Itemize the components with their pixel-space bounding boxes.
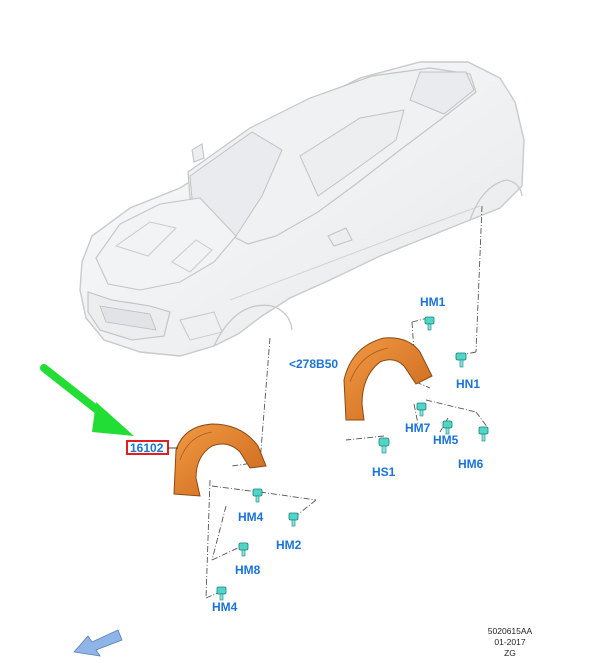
fastener-hm2-icon[interactable] xyxy=(288,512,299,527)
highlight-box xyxy=(126,440,169,455)
callout-labels: HM1 <278B50 HN1 HM7 HM5 HS1 HM6 HM4 HM2 … xyxy=(212,295,484,614)
callout-hm1[interactable]: HM1 xyxy=(420,295,446,309)
fastener-hm4-upper-icon[interactable] xyxy=(252,488,263,503)
drawing-date: 01-2017 xyxy=(494,637,526,647)
fastener-hm8-icon[interactable] xyxy=(238,542,249,557)
callout-hm6[interactable]: HM6 xyxy=(458,457,484,471)
fastener-hm5-icon[interactable] xyxy=(442,420,453,435)
rear-wheel-liner[interactable] xyxy=(343,337,433,421)
green-arrow-icon xyxy=(40,364,134,436)
fastener-hn1-icon[interactable] xyxy=(455,352,467,368)
car-body xyxy=(79,61,525,357)
fastener-hm1-icon[interactable] xyxy=(424,316,435,331)
drawing-reference: 5020615AA 01-2017 ZG xyxy=(470,626,550,659)
callout-hm4-upper[interactable]: HM4 xyxy=(238,510,264,524)
callout-hs1[interactable]: HS1 xyxy=(372,465,396,479)
front-wheel-liner[interactable] xyxy=(173,423,267,497)
leader-lines xyxy=(205,205,489,599)
drawing-code: 5020615AA xyxy=(487,626,533,636)
fasteners xyxy=(216,316,489,601)
callout-hm4-lower[interactable]: HM4 xyxy=(212,600,238,614)
callout-hm5[interactable]: HM5 xyxy=(433,433,459,447)
callout-hm2[interactable]: HM2 xyxy=(276,538,302,552)
callout-16102[interactable]: 16102 xyxy=(130,441,164,455)
fastener-hm4-lower-icon[interactable] xyxy=(216,586,227,601)
callout-hm7[interactable]: HM7 xyxy=(405,421,431,435)
fastener-hm6-icon[interactable] xyxy=(478,426,489,442)
callout-hm8[interactable]: HM8 xyxy=(235,563,261,577)
fastener-hs1-icon[interactable] xyxy=(378,437,390,454)
callout-278b50[interactable]: <278B50 xyxy=(289,357,338,371)
drawing-suffix: ZG xyxy=(504,648,516,658)
fastener-hm7-icon[interactable] xyxy=(416,402,427,417)
back-arrow-icon[interactable] xyxy=(73,629,123,657)
callout-hn1[interactable]: HN1 xyxy=(456,377,480,391)
